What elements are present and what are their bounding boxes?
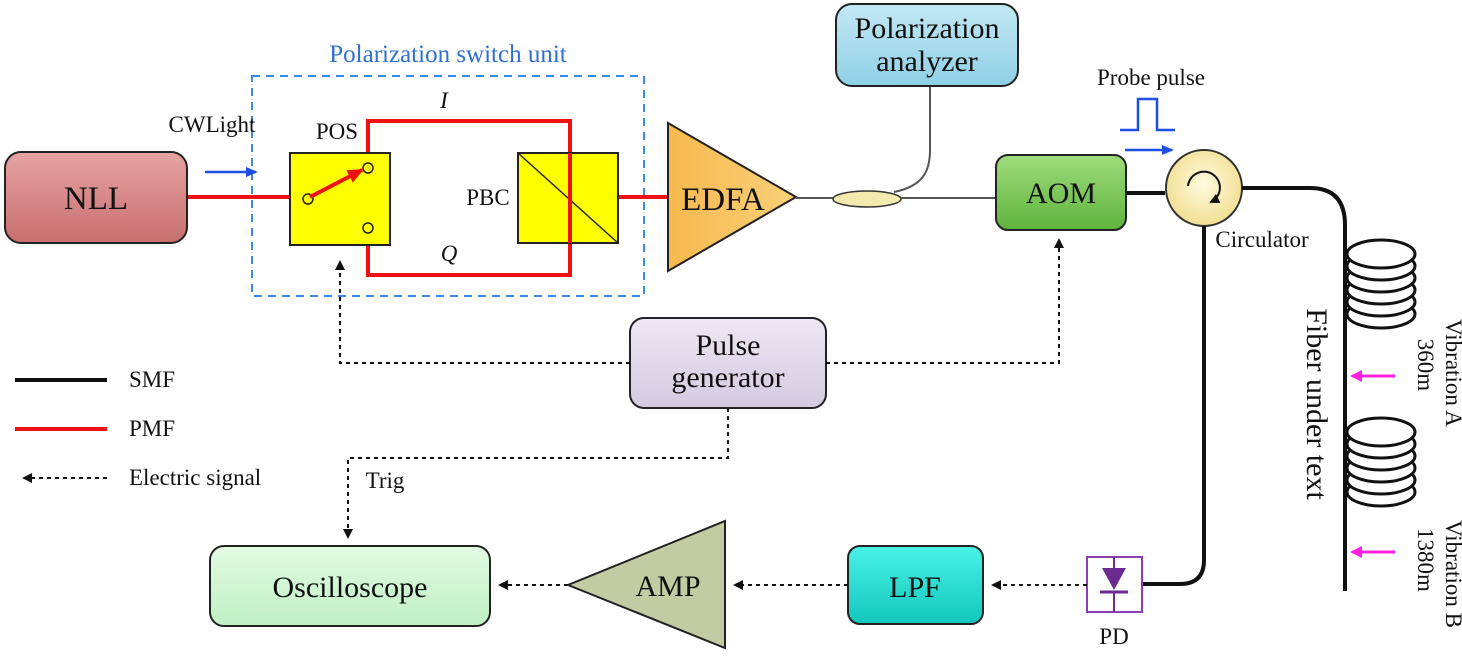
circulator-arrow-icon <box>1187 170 1221 203</box>
switch-unit-title: Polarization switch unit <box>329 41 567 68</box>
fiber-coil-a <box>1345 238 1417 330</box>
pulse-generator-line1: Pulse <box>695 329 760 362</box>
oscilloscope-label: Oscilloscope <box>273 571 428 604</box>
q-arm-label: Q <box>441 241 458 266</box>
legend-electric-label: Electric signal <box>129 465 261 490</box>
legend-pmf-label: PMF <box>129 416 175 441</box>
electric-signal-lines <box>335 238 1087 590</box>
circulator-label: Circulator <box>1215 227 1309 252</box>
vibration-a-label: Vibration A <box>1441 319 1462 427</box>
edfa-amplifier <box>667 121 798 273</box>
probe-pulse-label: Probe pulse <box>1097 65 1205 90</box>
pos-port-q <box>362 222 374 234</box>
pulse-trig-to-osc <box>343 408 729 539</box>
amp-amplifier <box>565 519 726 650</box>
aom-label: AOM <box>1026 177 1096 210</box>
legend: SMF PMF Electric signal <box>15 367 261 490</box>
pos-port-i <box>362 162 374 174</box>
fiber-under-test-label: Fiber under text <box>1300 308 1333 500</box>
probe-pulse-icon <box>1120 97 1175 132</box>
circulator <box>1165 149 1243 227</box>
analyzer-label-line2: analyzer <box>876 45 978 78</box>
pos-label: POS <box>316 119 358 144</box>
coupler <box>832 190 902 208</box>
polarization-analyzer-block <box>835 3 1019 87</box>
fiber-coil-b <box>1345 416 1417 508</box>
analyzer-label-line1: Polarization <box>855 12 1000 45</box>
pbc-label: PBC <box>466 185 509 210</box>
smf-coupler-analyzer <box>893 82 931 193</box>
pulse-to-aom <box>826 238 1064 364</box>
legend-smf-label: SMF <box>129 367 175 392</box>
cwlight-label: CWLight <box>169 112 256 137</box>
edfa-label: EDFA <box>681 182 765 218</box>
nll-label: NLL <box>64 181 128 217</box>
pulse-to-pos <box>335 260 630 364</box>
trig-label: Trig <box>366 468 405 493</box>
oscilloscope-block <box>209 545 491 627</box>
amp-label: AMP <box>635 570 700 603</box>
nll-block <box>4 151 188 244</box>
pulse-generator-line2: generator <box>671 361 784 394</box>
pd-diode-icon <box>1102 568 1126 590</box>
smf-circulator-pd <box>1143 226 1206 586</box>
lpf-label: LPF <box>889 571 941 604</box>
vibration-b-label: Vibration B <box>1441 520 1462 628</box>
i-arm-label: I <box>439 88 449 113</box>
smf-circulator-fut <box>1242 186 1347 591</box>
vibration-b-pos: 1380m <box>1413 528 1438 592</box>
pos-switch-arm <box>309 168 364 199</box>
vibration-a-pos: 360m <box>1413 339 1438 392</box>
pd-label: PD <box>1099 624 1128 649</box>
switch-unit-frame <box>251 75 645 297</box>
